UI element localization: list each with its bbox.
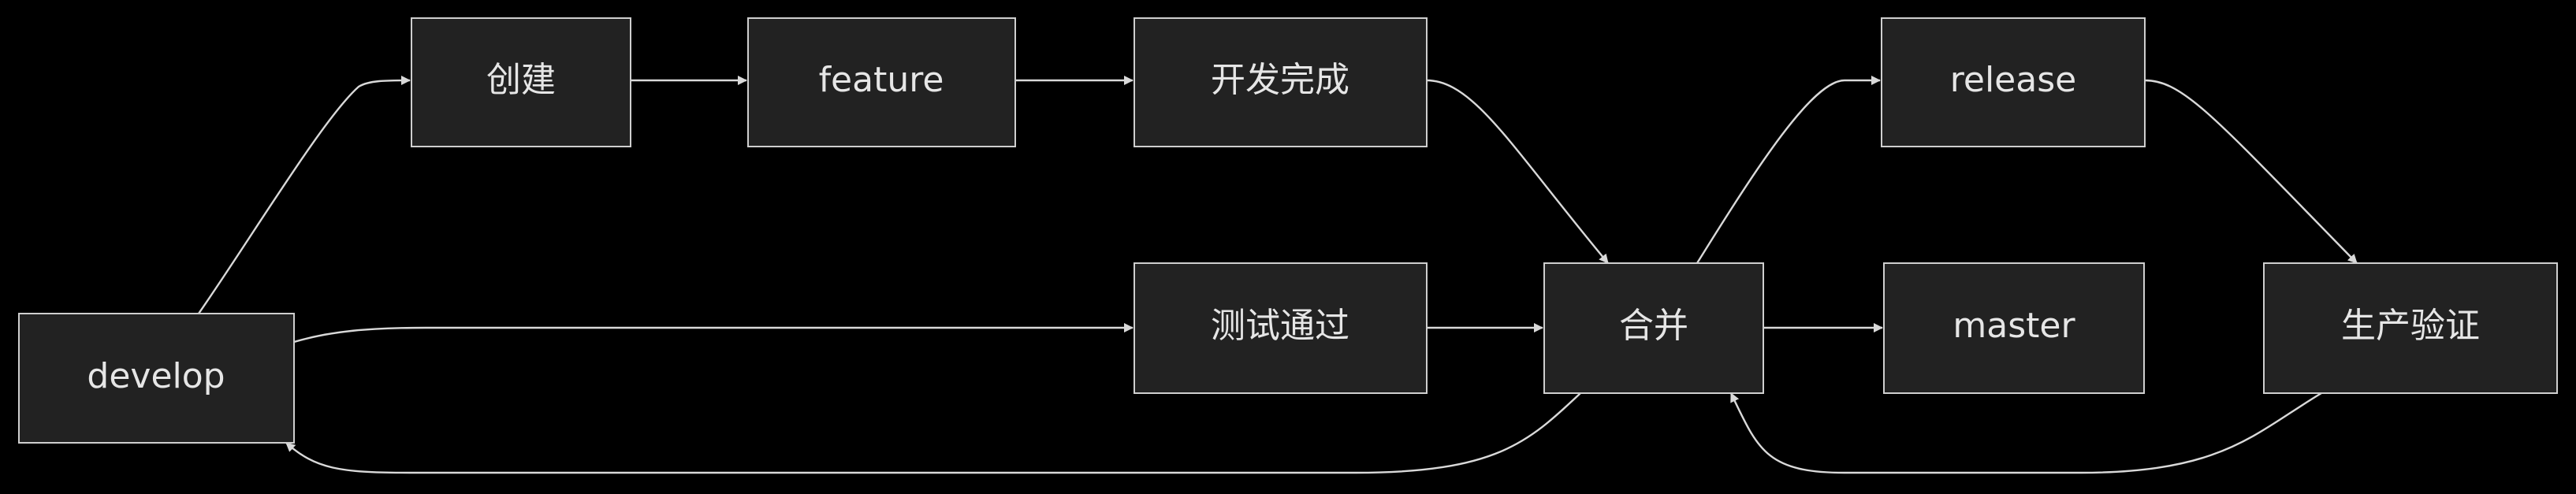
node-dev-done-label: 开发完成 — [1211, 60, 1349, 100]
node-develop[interactable]: develop — [18, 313, 295, 444]
node-release-label: release — [1950, 60, 2076, 100]
node-feature-label: feature — [819, 60, 944, 100]
node-feature[interactable]: feature — [747, 17, 1016, 147]
node-master[interactable]: master — [1883, 262, 2145, 394]
edge-dev-done-to-merge — [1426, 79, 1609, 264]
node-master-label: master — [1952, 306, 2075, 346]
node-merge-label: 合并 — [1619, 306, 1688, 346]
node-prod-verify-label: 生产验证 — [2341, 306, 2480, 346]
node-test-pass-label: 测试通过 — [1211, 306, 1349, 346]
node-create-label: 创建 — [486, 60, 556, 100]
edge-release-to-prod-verify — [2144, 79, 2358, 264]
edge-merge-to-release — [1696, 76, 1881, 264]
edge-merge-to-develop — [285, 392, 1581, 474]
edge-develop-to-test-pass — [293, 323, 1134, 344]
node-test-pass[interactable]: 测试通过 — [1134, 262, 1428, 394]
edges — [198, 76, 2358, 474]
node-prod-verify[interactable]: 生产验证 — [2263, 262, 2558, 394]
node-release[interactable]: release — [1881, 17, 2146, 147]
node-create[interactable]: 创建 — [411, 17, 631, 147]
node-develop-label: develop — [87, 356, 225, 396]
edge-prod-verify-to-merge — [1729, 392, 2322, 474]
edge-develop-to-create — [198, 76, 411, 314]
node-merge[interactable]: 合并 — [1543, 262, 1764, 394]
node-dev-done[interactable]: 开发完成 — [1134, 17, 1428, 147]
